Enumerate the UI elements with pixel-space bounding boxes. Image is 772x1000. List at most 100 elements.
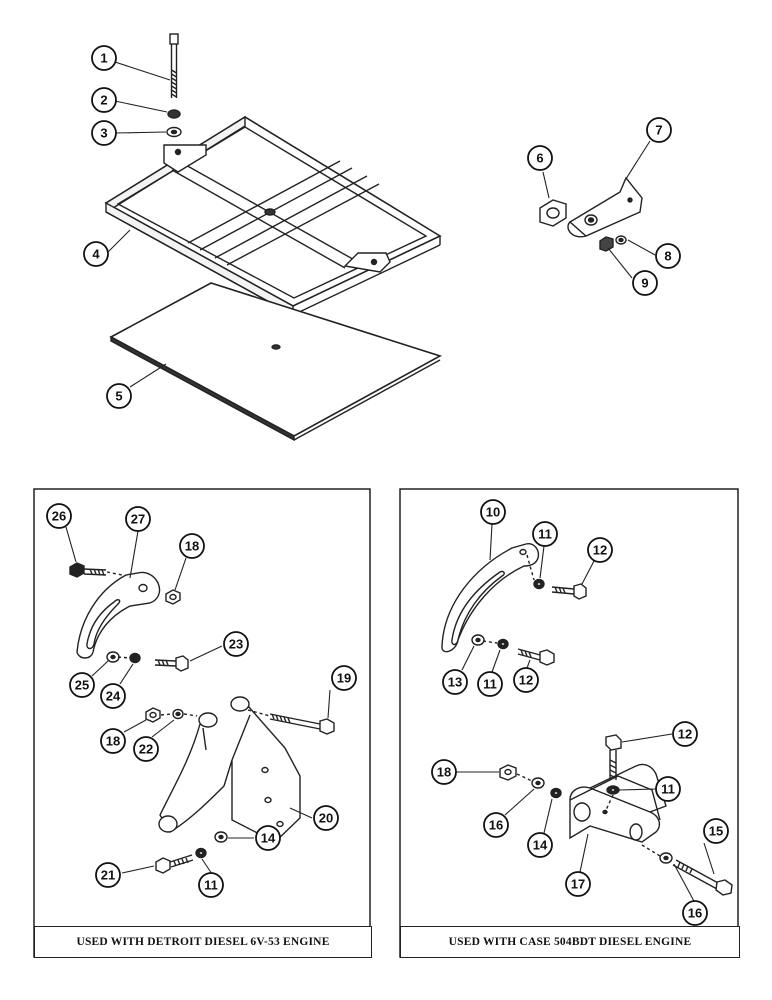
callout-12: 12 xyxy=(672,721,698,747)
svg-text:10: 10 xyxy=(486,505,500,520)
svg-text:16: 16 xyxy=(489,818,503,833)
svg-text:5: 5 xyxy=(115,389,122,404)
bolt-part xyxy=(247,709,335,735)
svg-text:12: 12 xyxy=(593,543,607,558)
callout-14: 14 xyxy=(255,825,281,851)
svg-text:27: 27 xyxy=(131,512,145,527)
bolt-part xyxy=(69,562,107,578)
svg-text:2: 2 xyxy=(100,93,107,108)
svg-text:12: 12 xyxy=(678,727,692,742)
svg-text:12: 12 xyxy=(519,673,533,688)
svg-text:11: 11 xyxy=(204,878,218,893)
callout-7: 7 xyxy=(646,117,672,143)
svg-text:14: 14 xyxy=(261,831,276,846)
left-panel-parts xyxy=(65,526,335,875)
callout-18: 18 xyxy=(179,533,205,559)
callout-6: 6 xyxy=(527,145,553,171)
bolt-part xyxy=(551,583,587,600)
svg-text:24: 24 xyxy=(106,689,121,704)
svg-text:21: 21 xyxy=(101,868,115,883)
callout-11: 11 xyxy=(198,872,224,898)
callout-3: 3 xyxy=(91,120,117,146)
svg-text:17: 17 xyxy=(571,877,585,892)
callout-20: 20 xyxy=(313,805,339,831)
left-leaders xyxy=(65,526,331,875)
callout-16: 16 xyxy=(682,900,708,926)
callout-9: 9 xyxy=(632,270,658,296)
callout-15: 15 xyxy=(703,818,729,844)
svg-text:18: 18 xyxy=(106,734,120,749)
callout-13: 13 xyxy=(442,669,468,695)
callout-4: 4 xyxy=(83,241,109,267)
callout-8: 8 xyxy=(655,243,681,269)
arm-part xyxy=(441,543,540,653)
callout-27: 27 xyxy=(125,506,151,532)
callout-16: 16 xyxy=(483,812,509,838)
svg-text:18: 18 xyxy=(185,539,199,554)
callout-26: 26 xyxy=(46,503,72,529)
svg-text:3: 3 xyxy=(100,126,107,141)
callout-24: 24 xyxy=(100,683,126,709)
svg-text:15: 15 xyxy=(709,824,723,839)
callout-22: 22 xyxy=(133,736,159,762)
callout-25: 25 xyxy=(69,672,95,698)
engine-bracket-part xyxy=(569,763,667,843)
right-bracket-part xyxy=(539,176,643,252)
washer-part xyxy=(166,126,182,138)
svg-text:22: 22 xyxy=(139,742,153,757)
left-panel-caption: USED WITH DETROIT DIESEL 6V-53 ENGINE xyxy=(34,926,372,958)
callout-1: 1 xyxy=(91,45,117,71)
right-leaders xyxy=(456,523,715,904)
engine-bracket-part xyxy=(158,696,301,843)
svg-text:11: 11 xyxy=(661,782,675,797)
bolt-part xyxy=(169,33,179,98)
callout-23: 23 xyxy=(223,631,249,657)
callout-14: 14 xyxy=(527,832,553,858)
svg-text:11: 11 xyxy=(538,527,552,542)
svg-text:26: 26 xyxy=(52,509,66,524)
bolt-part xyxy=(155,854,194,874)
svg-text:14: 14 xyxy=(533,838,548,853)
svg-text:11: 11 xyxy=(483,677,497,692)
svg-text:23: 23 xyxy=(229,637,243,652)
frame-part xyxy=(104,115,442,317)
callout-19: 19 xyxy=(331,665,357,691)
bolt-part xyxy=(605,734,622,780)
callout-11: 11 xyxy=(655,776,681,802)
callout-2: 2 xyxy=(91,87,117,113)
right-panel-parts xyxy=(441,523,733,904)
callout-11: 11 xyxy=(477,671,503,697)
plate-part xyxy=(109,282,443,442)
top-leaders xyxy=(107,61,656,388)
lock-washer-part xyxy=(167,109,181,119)
svg-text:16: 16 xyxy=(688,906,702,921)
svg-text:1: 1 xyxy=(100,51,107,66)
svg-text:6: 6 xyxy=(536,151,543,166)
callout-18: 18 xyxy=(431,759,457,785)
svg-text:25: 25 xyxy=(75,678,89,693)
callout-17: 17 xyxy=(565,871,591,897)
svg-text:7: 7 xyxy=(655,123,662,138)
svg-text:20: 20 xyxy=(319,811,333,826)
bolt-part xyxy=(154,655,189,672)
svg-text:8: 8 xyxy=(664,249,671,264)
callout-12: 12 xyxy=(513,667,539,693)
callout-18: 18 xyxy=(100,728,126,754)
arm-part xyxy=(76,571,161,659)
callout-12: 12 xyxy=(587,537,613,563)
bolt-part xyxy=(517,648,555,666)
callout-11: 11 xyxy=(532,521,558,547)
svg-text:4: 4 xyxy=(92,247,100,262)
svg-text:18: 18 xyxy=(437,765,451,780)
svg-text:19: 19 xyxy=(337,671,351,686)
callout-10: 10 xyxy=(480,499,506,525)
bolt-part xyxy=(672,859,733,896)
callout-21: 21 xyxy=(95,862,121,888)
svg-text:9: 9 xyxy=(641,276,648,291)
right-panel-caption: USED WITH CASE 504BDT DIESEL ENGINE xyxy=(400,926,740,958)
callout-layer: 1 2 3 4 5 6 7 8 9 26 27 18 25 24 23 18 2… xyxy=(46,45,729,926)
svg-text:13: 13 xyxy=(448,675,462,690)
top-assembly xyxy=(104,33,656,442)
callout-5: 5 xyxy=(106,383,132,409)
